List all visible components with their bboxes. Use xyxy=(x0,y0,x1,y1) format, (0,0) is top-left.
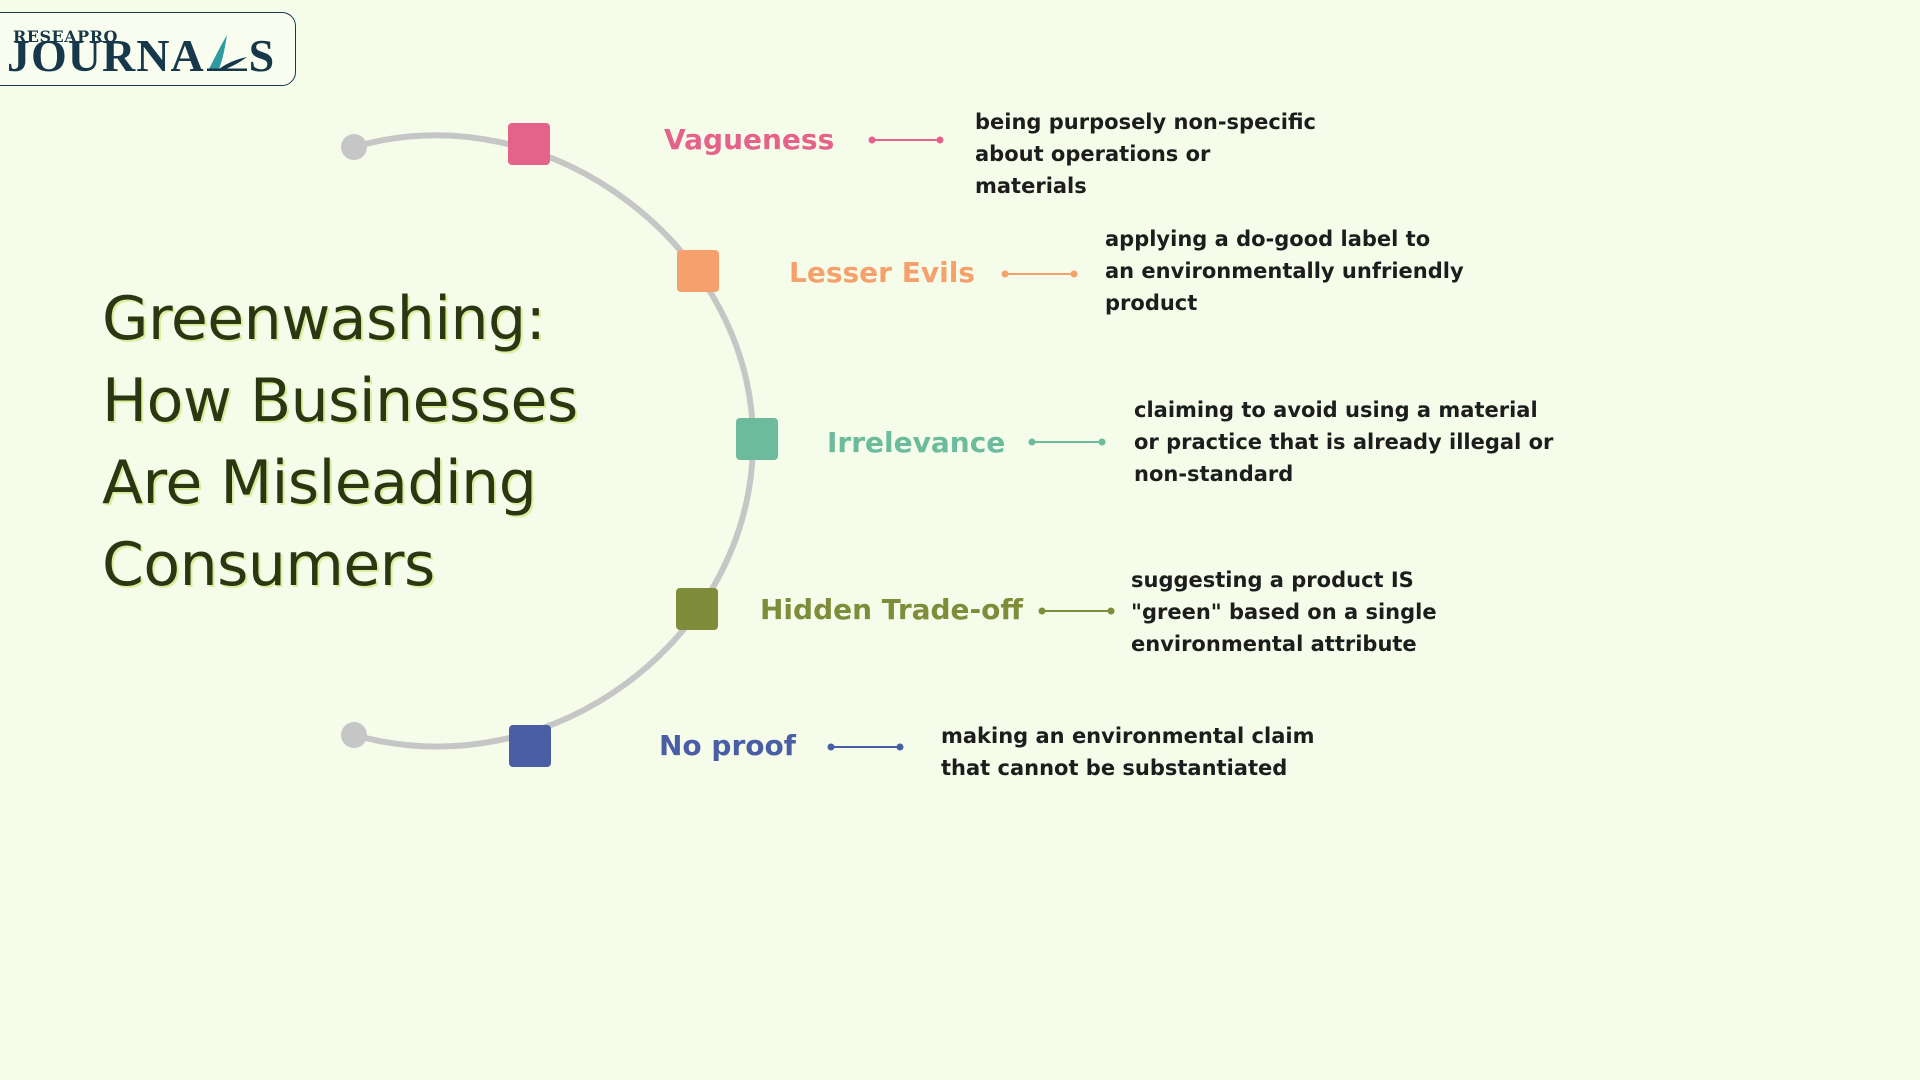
logo-text-journals-part2: S xyxy=(248,30,276,81)
category-desc-irrelevance: claiming to avoid using a material or pr… xyxy=(1134,398,1554,486)
arc-endpoint-top xyxy=(341,134,367,160)
connector-no-proof xyxy=(827,743,904,751)
connector-irrelevance xyxy=(1028,438,1106,446)
marker-vagueness xyxy=(508,123,550,165)
arc-endpoint-bottom xyxy=(341,722,367,748)
category-label-vagueness: Vagueness xyxy=(664,123,835,156)
category-desc-vagueness: being purposely non-specific about opera… xyxy=(975,110,1316,198)
category-desc-lesser-evils: applying a do-good label to an environme… xyxy=(1105,227,1464,315)
marker-lesser-evils xyxy=(677,250,719,292)
marker-irrelevance xyxy=(736,418,778,460)
category-desc-no-proof: making an environmental claim that canno… xyxy=(941,724,1315,780)
logo-text-journals: JOURNA S xyxy=(7,33,275,79)
connector-vagueness xyxy=(868,136,944,144)
category-label-lesser-evils: Lesser Evils xyxy=(789,256,975,289)
reseapro-journals-logo: RESEAPRO JOURNA S xyxy=(0,12,296,86)
title-line-4: Consumers xyxy=(102,530,435,600)
category-label-irrelevance: Irrelevance xyxy=(827,426,1006,459)
greenwashing-diagram xyxy=(341,123,1115,767)
arc-markers xyxy=(508,123,778,767)
logo-text-reseapro: RESEAPRO xyxy=(13,27,118,46)
title-line-1: Greenwashing: xyxy=(102,284,546,354)
marker-hidden-trade-off xyxy=(676,588,718,630)
connector-hidden-trade-off xyxy=(1038,607,1115,615)
logo-text-journals-part1: JOURNA xyxy=(7,30,205,81)
category-desc-hidden-trade-off: suggesting a product IS "green" based on… xyxy=(1131,568,1437,656)
marker-no-proof xyxy=(509,725,551,767)
title-line-3: Are Misleading xyxy=(102,448,537,518)
category-label-hidden-trade-off: Hidden Trade-off xyxy=(760,593,1024,626)
label-connectors xyxy=(827,136,1115,751)
connector-lesser-evils xyxy=(1001,270,1078,278)
book-leaf-icon xyxy=(206,35,247,71)
title-line-2: How Businesses xyxy=(102,366,578,436)
category-label-no-proof: No proof xyxy=(659,729,796,762)
main-title: Greenwashing: How Businesses Are Mislead… xyxy=(102,278,622,606)
